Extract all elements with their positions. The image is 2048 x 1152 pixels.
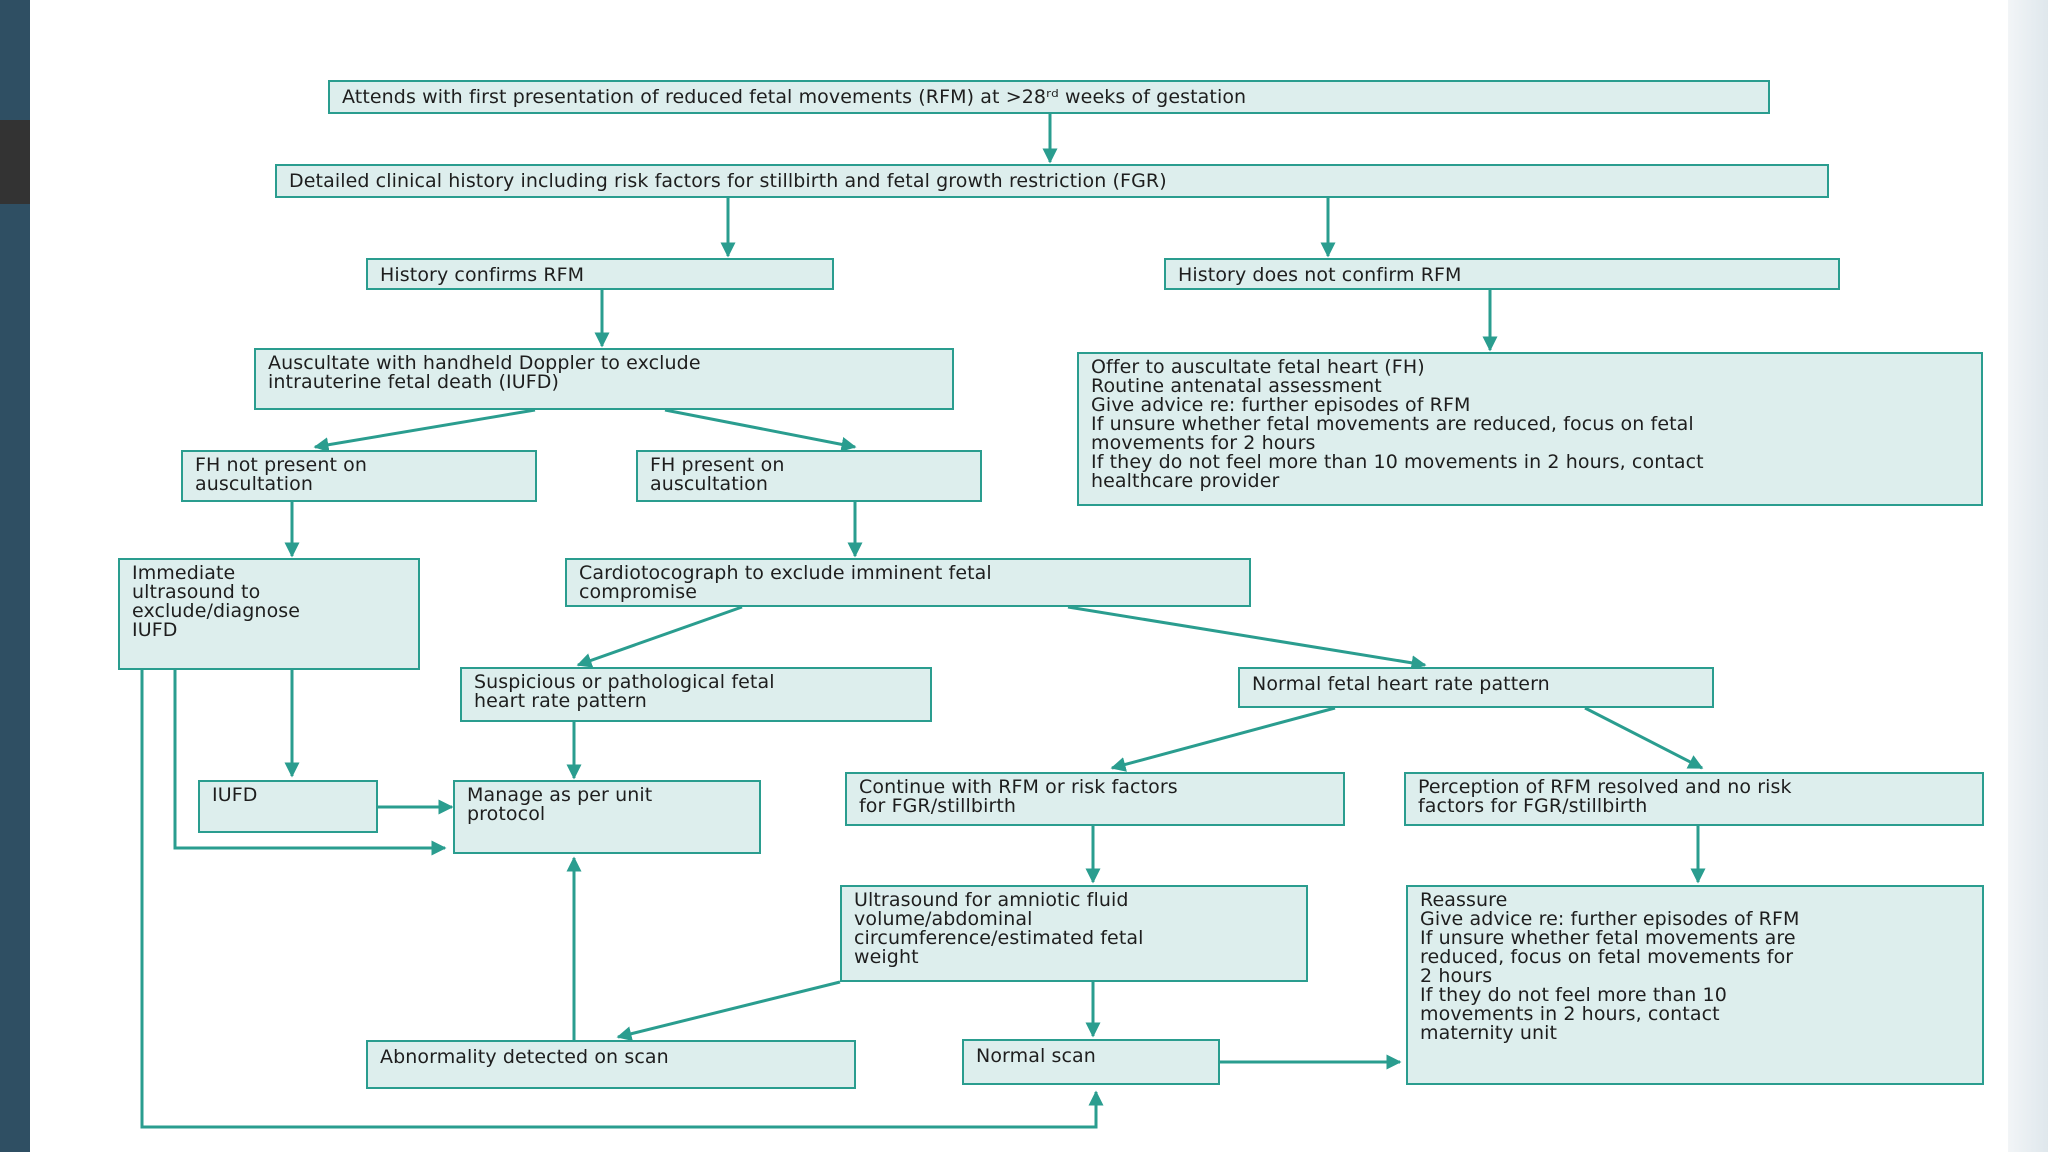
- node-continue-rfm: Continue with RFM or risk factors for FG…: [845, 772, 1345, 826]
- node-fh-not-present: FH not present on auscultation: [181, 450, 537, 502]
- arrow-normal-pattern-to-continue: [1110, 706, 1336, 772]
- arrow-ctg-to-normal-pattern: [1067, 605, 1427, 671]
- arrow-ctg-to-suspicious: [576, 605, 743, 668]
- node-first-presentation: Attends with first presentation of reduc…: [328, 80, 1770, 114]
- node-offer-auscultate: Offer to auscultate fetal heart (FH) Rou…: [1077, 352, 1983, 506]
- node-suspicious-pattern: Suspicious or pathological fetal heart r…: [460, 667, 932, 722]
- arrow-normal-pattern-to-perception: [1584, 706, 1704, 770]
- node-ultrasound-amniotic: Ultrasound for amniotic fluid volume/abd…: [840, 885, 1308, 982]
- arrow-ultrasound-fluid-to-abnormality: [616, 980, 841, 1042]
- node-reassure: Reassure Give advice re: further episode…: [1406, 885, 1984, 1085]
- node-clinical-history: Detailed clinical history including risk…: [275, 164, 1829, 198]
- arrow-ultrasound-bottom-loop: [140, 670, 1104, 1129]
- node-auscultate-doppler: Auscultate with handheld Doppler to excl…: [254, 348, 954, 410]
- node-immediate-ultrasound: Immediate ultrasound to exclude/diagnose…: [118, 558, 420, 670]
- arrow-doppler-to-fh-present: [664, 408, 857, 452]
- node-normal-scan: Normal scan: [962, 1039, 1220, 1085]
- node-ctg: Cardiotocograph to exclude imminent feta…: [565, 558, 1251, 607]
- node-history-not-confirm: History does not confirm RFM: [1164, 258, 1840, 290]
- node-normal-pattern: Normal fetal heart rate pattern: [1238, 667, 1714, 708]
- node-perception-resolved: Perception of RFM resolved and no risk f…: [1404, 772, 1984, 826]
- node-abnormality-scan: Abnormality detected on scan: [366, 1040, 856, 1089]
- arrow-doppler-to-fh-not-present: [313, 408, 536, 453]
- arrow-ultrasound-to-manage: [173, 670, 447, 856]
- slide-left-tab: [0, 120, 30, 204]
- node-iufd: IUFD: [198, 780, 378, 833]
- slide-right-edge: [2008, 0, 2048, 1152]
- node-history-confirms: History confirms RFM: [366, 258, 834, 290]
- node-fh-present: FH present on auscultation: [636, 450, 982, 502]
- node-manage-protocol: Manage as per unit protocol: [453, 780, 761, 854]
